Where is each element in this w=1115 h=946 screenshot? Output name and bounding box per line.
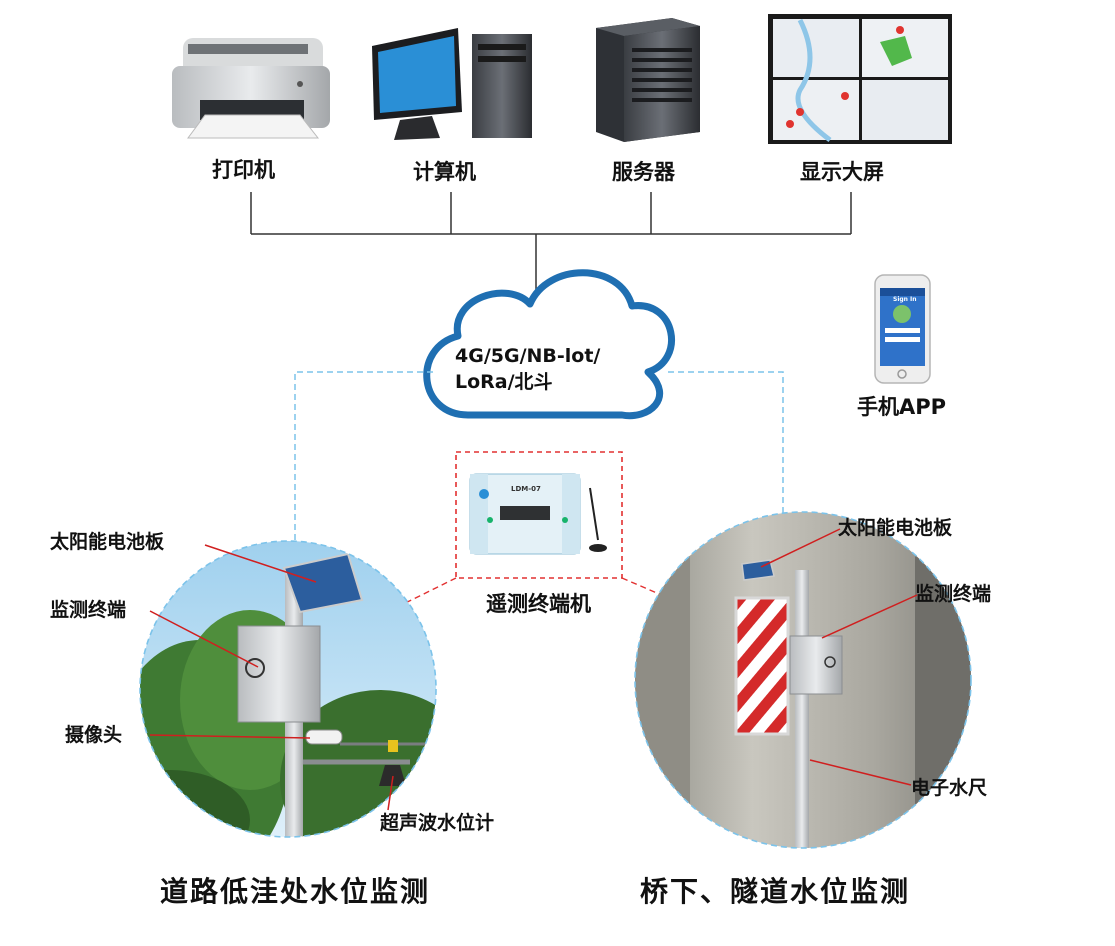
right-monitor-terminal-label: 监测终端 <box>915 583 992 605</box>
computer-icon <box>372 28 532 140</box>
water-gauge-label: 电子水尺 <box>911 777 988 799</box>
telemetry-terminal-icon <box>469 473 607 555</box>
computer-label: 计算机 <box>413 160 476 184</box>
phone-app-label: 手机APP <box>857 395 947 419</box>
left-caption: 道路低洼处水位监测 <box>160 875 431 908</box>
server-icon <box>596 18 700 142</box>
network-label-line1: 4G/5G/NB-lot/ <box>455 345 601 367</box>
printer-label: 打印机 <box>212 158 275 182</box>
right-solar-panel-label: 太阳能电池板 <box>838 517 953 539</box>
ultrasonic-gauge-label: 超声波水位计 <box>380 812 495 834</box>
wireless-dashed-links <box>294 371 784 540</box>
phone-icon <box>874 274 931 384</box>
left-solar-panel-label: 太阳能电池板 <box>50 531 165 553</box>
device-connector-lines <box>250 192 852 292</box>
terminal-dashed-frame <box>455 451 623 579</box>
right-caption: 桥下、隧道水位监测 <box>640 875 911 908</box>
left-monitor-terminal-label: 监测终端 <box>50 599 127 621</box>
display-wall-icon <box>768 14 952 144</box>
phone-screen-title: Sign In <box>893 296 917 303</box>
network-label-line2: LoRa/北斗 <box>455 371 553 393</box>
server-label: 服务器 <box>612 160 675 184</box>
tunnel-monitoring-photo <box>634 511 972 849</box>
printer-icon <box>172 38 330 139</box>
terminal-model: LDM-07 <box>511 485 541 493</box>
terminal-label: 遥测终端机 <box>486 592 591 616</box>
display-wall-label: 显示大屏 <box>800 160 884 184</box>
callout-leader-lines <box>149 528 918 811</box>
cloud-shape <box>423 269 675 420</box>
camera-label: 摄像头 <box>65 724 123 746</box>
